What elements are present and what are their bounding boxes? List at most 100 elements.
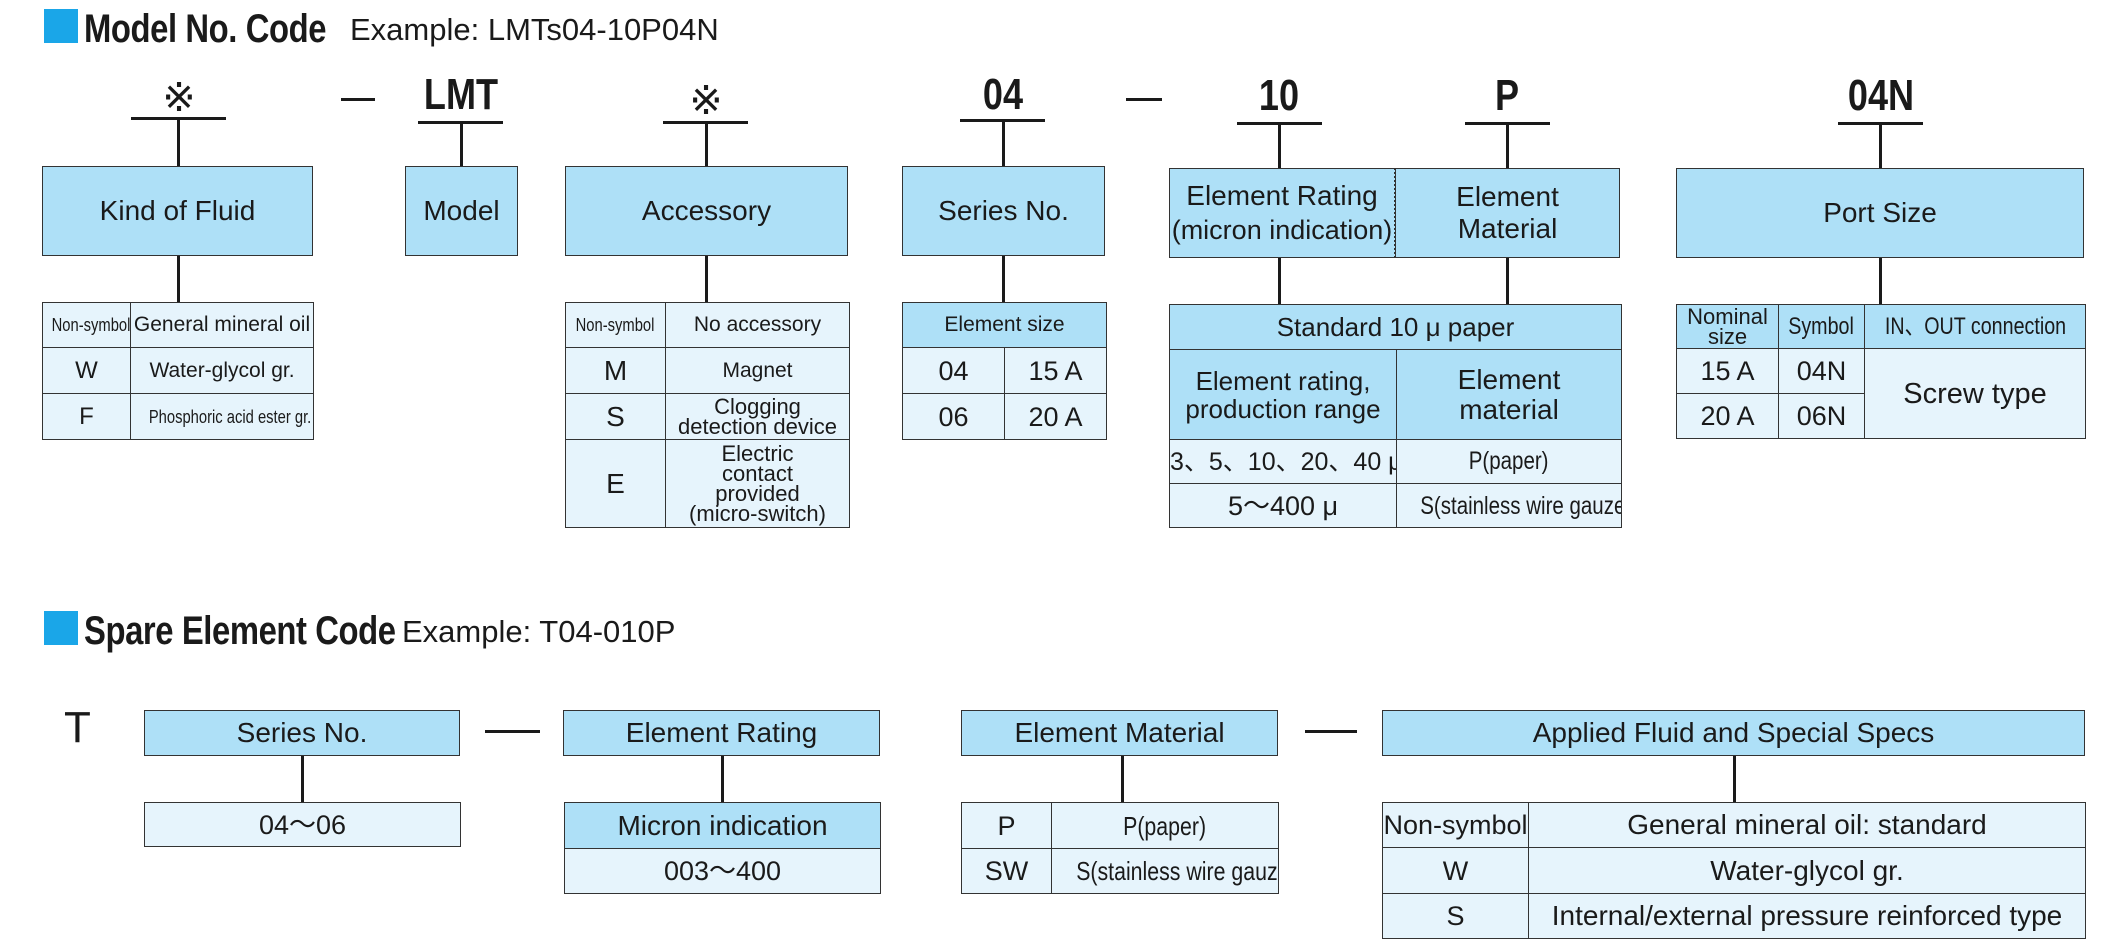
spare-fluid-symbol: Non-symbol xyxy=(1382,802,1529,848)
spare-connector-fluid xyxy=(1733,756,1736,802)
code-port: 04N xyxy=(1847,71,1915,120)
port-symbol: 04N xyxy=(1778,348,1865,394)
table-row: S Internal/external pressure reinforced … xyxy=(1382,893,2086,939)
dash-2 xyxy=(1126,98,1162,101)
spare-dash-1 xyxy=(485,730,540,733)
rating-material-table: Standard 10 μ paper Element rating, prod… xyxy=(1169,304,1622,528)
spare-rating-header: Micron indication xyxy=(564,802,881,849)
spare-fluid-symbol: W xyxy=(1382,847,1529,894)
underline-accessory xyxy=(663,121,748,124)
table-row: Standard 10 μ paper xyxy=(1169,304,1622,350)
connector-series-bottom xyxy=(1002,256,1005,302)
spare-rating-table: Micron indication 003～400 xyxy=(564,802,881,894)
series-code: 04 xyxy=(902,347,1005,394)
accessory-table: Non-symbol No accessory M Magnet S Clogg… xyxy=(565,302,850,528)
dash-1 xyxy=(341,98,375,101)
spare-fluid-table: Non-symbol General mineral oil: standard… xyxy=(1382,802,2086,939)
code-accessory-symbol: ※ xyxy=(689,79,723,123)
table-row: Nominal size Symbol IN、OUT connection xyxy=(1676,304,2086,349)
connector-material-top xyxy=(1506,124,1509,168)
fluid-symbol: Non-symbol xyxy=(42,302,131,348)
port-nominal: 15 A xyxy=(1676,348,1779,394)
fluid-description: Water-glycol gr. xyxy=(130,347,314,394)
code-series: 04 xyxy=(982,70,1024,119)
series-size: 20 A xyxy=(1004,393,1107,440)
box-element-rating: Element Rating (micron indication) xyxy=(1169,168,1396,258)
table-row: 5～400 μ S(stainless wire gauze) xyxy=(1169,483,1622,528)
table-row: Element rating, production range Element… xyxy=(1169,349,1622,440)
rating-range: 5～400 μ xyxy=(1169,483,1397,528)
underline-series xyxy=(960,119,1045,122)
spare-rating-value: 003～400 xyxy=(564,848,881,894)
spare-connector-material xyxy=(1121,756,1124,802)
spare-fluid-symbol: S xyxy=(1382,893,1529,939)
port-nominal: 20 A xyxy=(1676,393,1779,439)
accessory-description: Clogging detection device xyxy=(665,393,850,440)
model-code-example: Example: LMTs04-10P04N xyxy=(350,12,719,47)
connector-port-bottom xyxy=(1879,258,1882,304)
underline-model xyxy=(418,121,503,124)
spare-dash-2 xyxy=(1305,730,1357,733)
spare-fluid-description: Internal/external pressure reinforced ty… xyxy=(1528,893,2086,939)
accessory-description: Magnet xyxy=(665,347,850,394)
spare-box-material: Element Material xyxy=(961,710,1278,756)
accessory-description: Electric contact provided (micro-switch) xyxy=(665,439,850,528)
rating-col2-header: Element material xyxy=(1396,349,1622,440)
table-row: M Magnet xyxy=(565,347,850,394)
model-code-title: Model No. Code xyxy=(84,7,327,51)
spare-material-description: S(stainless wire gauze) xyxy=(1051,848,1279,894)
table-row: 04～06 xyxy=(144,802,461,847)
code-model: LMT xyxy=(423,70,499,119)
code-material: P xyxy=(1494,71,1520,120)
table-row: 06 20 A xyxy=(902,393,1107,440)
connector-rating-bottom xyxy=(1278,258,1281,304)
spare-material-code: P xyxy=(961,802,1052,849)
series-code: 06 xyxy=(902,393,1005,440)
table-row: Micron indication xyxy=(564,802,881,849)
accessory-description: No accessory xyxy=(665,302,850,348)
table-row: Element size xyxy=(902,302,1107,348)
connector-fluid-top xyxy=(177,119,180,167)
table-row: Non-symbol General mineral oil: standard xyxy=(1382,802,2086,848)
fluid-description: General mineral oil xyxy=(130,302,314,348)
box-element-material: Element Material xyxy=(1395,168,1620,258)
table-row: W Water-glycol gr. xyxy=(1382,847,2086,894)
series-table: Element size 04 15 A 06 20 A xyxy=(902,302,1107,440)
spare-series-table: 04～06 xyxy=(144,802,461,847)
spare-prefix-t: T xyxy=(64,703,91,752)
connector-port-top xyxy=(1879,124,1882,168)
series-header: Element size xyxy=(902,302,1107,348)
code-fluid-symbol: ※ xyxy=(162,76,196,120)
accessory-symbol: M xyxy=(565,347,666,394)
fluid-symbol: F xyxy=(42,393,131,440)
connector-material-bottom xyxy=(1506,258,1509,304)
rating-col1-header: Element rating, production range xyxy=(1169,349,1397,440)
underline-port xyxy=(1838,122,1923,125)
spare-code-example: Example: T04-010P xyxy=(402,614,676,649)
port-header-connection: IN、OUT connection xyxy=(1864,304,2086,349)
spare-material-description: P(paper) xyxy=(1051,802,1279,849)
series-size: 15 A xyxy=(1004,347,1107,394)
table-row: Non-symbol No accessory xyxy=(565,302,850,348)
rating-material: S(stainless wire gauze) xyxy=(1396,483,1622,528)
box-model: Model xyxy=(405,166,518,256)
box-accessory: Accessory xyxy=(565,166,848,256)
spare-box-series: Series No. xyxy=(144,710,460,756)
box-series-no: Series No. xyxy=(902,166,1105,256)
port-header-symbol: Symbol xyxy=(1778,304,1865,349)
table-row: P P(paper) xyxy=(961,802,1279,849)
spare-connector-series xyxy=(301,756,304,802)
spare-series-value: 04～06 xyxy=(144,802,461,847)
connector-accessory-bottom xyxy=(705,256,708,302)
table-row: S Clogging detection device xyxy=(565,393,850,440)
port-header-nominal: Nominal size xyxy=(1676,304,1779,349)
table-row: 04 15 A xyxy=(902,347,1107,394)
accessory-symbol: S xyxy=(565,393,666,440)
accessory-symbol: Non-symbol xyxy=(565,302,666,348)
code-rating: 10 xyxy=(1258,71,1300,120)
connector-accessory-top xyxy=(705,123,708,168)
table-row: 3、5、10、20、40 μ P(paper) xyxy=(1169,439,1622,484)
underline-material xyxy=(1465,122,1550,125)
table-row: F Phosphoric acid ester gr. xyxy=(42,393,314,440)
box-port-size: Port Size xyxy=(1676,168,2084,258)
